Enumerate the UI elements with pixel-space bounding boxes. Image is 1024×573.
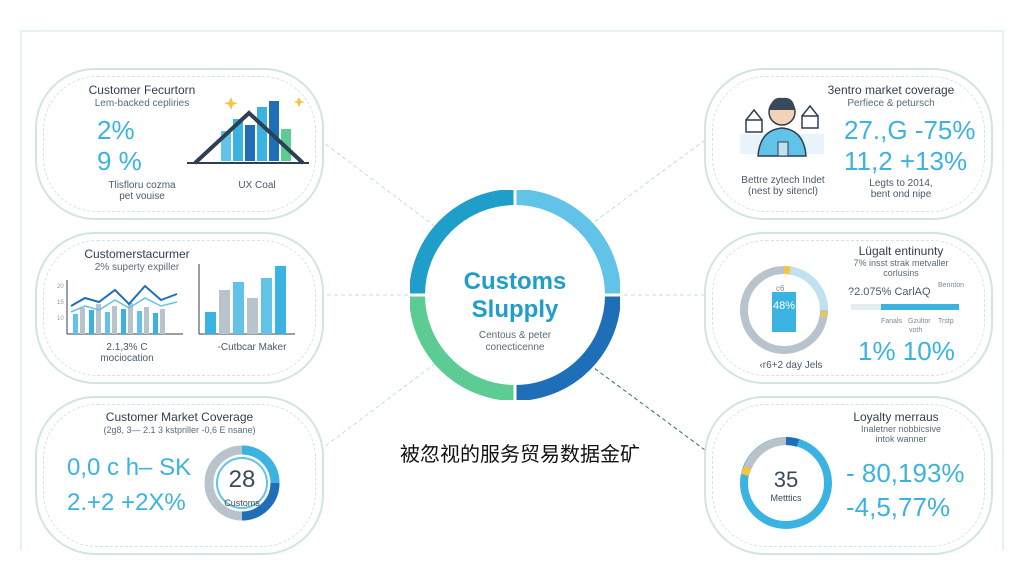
card-note: Tlisfloru cozma pet vouise: [67, 180, 217, 202]
frame-top-line: [20, 30, 1004, 32]
card-subtitle-line1: 7% insst strak metvaller: [853, 258, 949, 268]
svg-text:20: 20: [57, 284, 64, 290]
bottom-note: ‹r6+2 day Jels: [759, 360, 823, 371]
card-title: Customer Market Coverage: [105, 410, 254, 424]
card-title: Customerstacurmer: [84, 247, 190, 261]
center-ring: [410, 190, 620, 400]
card-entro-market-coverage: 3entro market coverage Perfiece & peturs…: [704, 68, 993, 220]
bar-chart: [198, 264, 295, 335]
gauge-ring: [740, 266, 828, 354]
gauge-value: 48%: [772, 300, 796, 312]
card-inner-border: [43, 404, 316, 547]
gauge-label: Customs: [224, 498, 260, 508]
card-loyalty-entity: Lügalt entinunty 7% insst strak metvalle…: [704, 232, 993, 384]
card-inner-border: [712, 240, 985, 376]
card-title: 3entro market coverage: [827, 83, 955, 97]
progress-tick-sub: voth: [909, 327, 923, 334]
card-subtitle: 2% superty expiller: [94, 262, 180, 273]
gauge-ring: [204, 445, 280, 521]
center-title-line1: Customs: [463, 268, 567, 295]
card-subtitle: Lem-backed cepliries: [94, 98, 190, 109]
person-icon: [740, 97, 824, 157]
metric-value: 1% 10%: [858, 336, 955, 366]
side-note: Legts to 2014, bent ond nipe: [846, 178, 956, 200]
metric-value-1: 0,0 c h‒ SK: [67, 454, 192, 481]
card-customer-retention: Customer Fecurtorn Lem-backed cepliries …: [35, 68, 324, 220]
metric-value-1: 2%: [97, 115, 135, 145]
metric-value-2: 9 %: [97, 146, 142, 176]
card-note-line1: 2.1,3% C: [106, 342, 148, 353]
card-note-line1: Bettre zytech Indet: [741, 175, 825, 186]
card-title: Customer Fecurtorn: [88, 83, 196, 97]
card-subtitle-line2: intok wanner: [875, 434, 927, 444]
card-inner-border: [43, 76, 316, 212]
card-subtitle: 7% insst strak metvaller corlusins: [836, 258, 966, 278]
center-sub-line2: conecticenne: [485, 342, 545, 353]
card-note-line2: mociocation: [100, 353, 154, 364]
frame-right-line: [1002, 30, 1004, 550]
progress-tick-2: Gzultor: [908, 318, 931, 325]
center-sub-line1: Centous & peter: [478, 330, 552, 341]
card-title: Loyalty merraus: [853, 410, 939, 424]
bar-side-label: Bennton: [938, 282, 965, 289]
card-subtitle: Inaletner nobbicsive intok wanner: [836, 424, 966, 444]
gauge-label: Metttics: [770, 493, 802, 503]
chart-label: -Cutbcar Maker: [217, 342, 287, 353]
caption-text: 被忽视的服务贸易数据金矿: [355, 438, 685, 467]
center-title: Customs Slupply: [410, 268, 620, 324]
card-subtitle-line2: corlusins: [883, 268, 919, 278]
card-note: Bettre zytech Indet (nest by sitencl): [728, 175, 838, 197]
side-note-line1: Legts to 2014,: [869, 178, 933, 189]
center-title-line2: Slupply: [471, 296, 559, 323]
svg-text:15: 15: [57, 300, 64, 306]
card-subtitle: (2g8, 3— 2.1 3 kstpriller -0,6 E nsane): [103, 425, 256, 435]
card-subtitle: Perfiece & petursch: [847, 98, 935, 109]
card-note: 2.1,3% C mociocation: [62, 342, 192, 364]
progress-tick-3: Trstp: [938, 318, 954, 325]
side-note-line2: bent ond nipe: [870, 189, 932, 200]
gauge-ring: [740, 437, 832, 529]
frame-left-line: [20, 30, 22, 550]
progress-track: [851, 304, 959, 310]
metric-value-2: 2.+2 +2X%: [67, 489, 186, 516]
card-customer-start: Customerstacurmer 2% superty expiller 20…: [35, 232, 324, 384]
gauge-value: 28: [228, 466, 256, 493]
metric-value-2: -4,5,77%: [846, 492, 951, 522]
progress-tick-1: Fanals: [881, 318, 903, 325]
chart-label: UX Coal: [238, 180, 276, 191]
metric-value-2: 11,2 +13%: [844, 146, 968, 176]
card-title: Lügalt entinunty: [858, 244, 944, 258]
line-bar-combo-chart: 20 15 10: [57, 280, 183, 335]
gauge-prefix: c6: [776, 284, 785, 293]
metric-value-1: 27.,G -75%: [844, 115, 976, 145]
card-note-line1: Tlisfloru cozma: [108, 180, 176, 191]
center-subtitle: Centous & peter conecticenne: [440, 330, 590, 354]
gauge-value: 35: [773, 467, 799, 492]
bar-label: ?2.075% CarlAQ: [848, 286, 931, 298]
card-inner-border: [712, 404, 985, 547]
card-subtitle-line1: Inaletner nobbicsive: [860, 424, 942, 434]
progress-fill: [881, 304, 959, 310]
metric-value-1: - 80,193%: [846, 458, 965, 488]
card-note-line2: (nest by sitencl): [747, 186, 819, 197]
svg-text:10: 10: [57, 316, 64, 322]
card-customer-market-coverage: Customer Market Coverage (2g8, 3— 2.1 3 …: [35, 396, 324, 555]
card-inner-border: [712, 76, 985, 212]
card-inner-border: [43, 240, 316, 376]
card-loyalty-measures: Loyalty merraus Inaletner nobbicsive int…: [704, 396, 993, 555]
card-note-line2: pet vouise: [119, 191, 165, 202]
house-chart-icon: [187, 97, 309, 165]
